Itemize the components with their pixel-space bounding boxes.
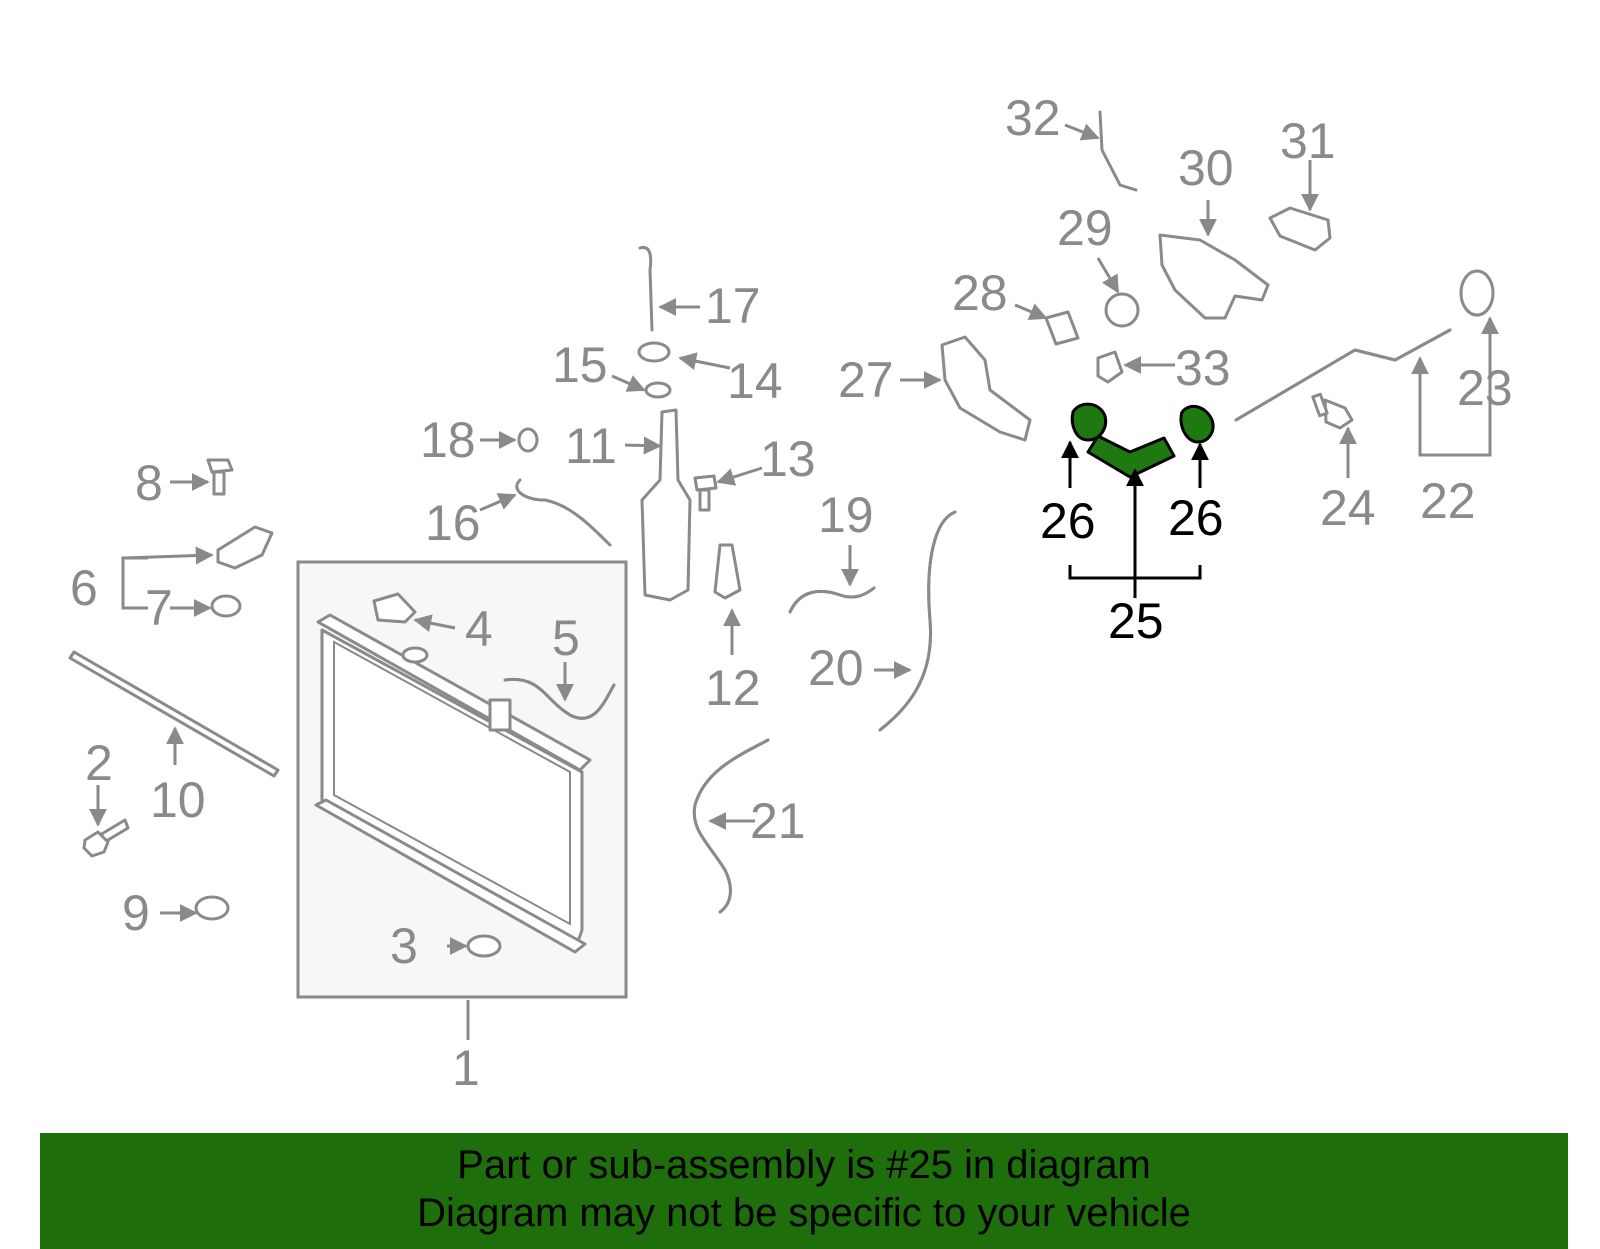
callout-3: 3 [390, 918, 418, 974]
callout-33: 33 [1175, 340, 1231, 396]
callout-15: 15 [552, 337, 608, 393]
part-16-pipe [515, 478, 612, 547]
part-33-sensor [1096, 350, 1124, 384]
callout-32: 32 [1005, 90, 1061, 146]
part-18-o-ring [517, 427, 539, 453]
part-17-tube [638, 245, 654, 332]
callout-13: 13 [760, 431, 816, 487]
callout-2: 2 [85, 735, 113, 791]
info-banner: Part or sub-assembly is #25 in diagram D… [40, 1133, 1568, 1249]
callout-28: 28 [952, 265, 1008, 321]
callout-7: 7 [145, 580, 173, 636]
callout-31: 31 [1280, 113, 1336, 169]
part-15-washer [644, 381, 672, 399]
part-32-pipe [1098, 110, 1138, 192]
callout-12: 12 [705, 660, 761, 716]
part-25-hose-highlighted[interactable] [1086, 434, 1176, 479]
part-20-hose [878, 510, 957, 732]
part-8-bolt [206, 458, 234, 496]
part-30-housing [1158, 233, 1270, 320]
callout-19: 19 [818, 487, 874, 543]
part-9-bushing [194, 895, 230, 921]
callout-18: 18 [420, 412, 476, 468]
part-23-gasket [1459, 269, 1495, 317]
part-31-gasket [1268, 206, 1332, 252]
callout-14: 14 [727, 353, 783, 409]
callout-5: 5 [552, 610, 580, 666]
callout-30: 30 [1178, 140, 1234, 196]
callout-26-right: 26 [1168, 490, 1224, 546]
part-28-gasket [1044, 310, 1080, 346]
callout-17: 17 [705, 278, 761, 334]
part-27-water-outlet [940, 335, 1032, 442]
callout-8: 8 [135, 455, 163, 511]
callout-21: 21 [750, 793, 806, 849]
part-24-bolt [1311, 392, 1354, 430]
part-10-seal-strip [68, 650, 280, 778]
callout-24: 24 [1320, 480, 1376, 536]
part-12-bracket [713, 543, 742, 600]
part-26-clamp-right[interactable] [1179, 404, 1215, 444]
banner-line-2: Diagram may not be specific to your vehi… [417, 1191, 1191, 1235]
part-3-grommet [466, 934, 502, 958]
part-4-cap [372, 592, 417, 624]
part-7-bushing [210, 594, 242, 618]
callout-26-left: 26 [1040, 493, 1096, 549]
callout-9: 9 [122, 885, 150, 941]
part-6-bracket [216, 525, 274, 570]
highlight-leader-lines [1061, 440, 1209, 598]
part-11-reservoir [640, 408, 692, 602]
callout-1: 1 [452, 1040, 480, 1096]
callout-29: 29 [1057, 200, 1113, 256]
leader-lines [89, 123, 1499, 1040]
callout-10: 10 [150, 772, 206, 828]
callout-4: 4 [465, 601, 493, 657]
callout-23: 23 [1457, 360, 1513, 416]
callout-11: 11 [565, 418, 617, 474]
part-29-thermostat [1104, 292, 1140, 328]
callout-25: 25 [1108, 593, 1164, 649]
callout-6: 6 [70, 560, 98, 616]
part-26-clamp-left[interactable] [1070, 402, 1108, 442]
banner-line-1: Part or sub-assembly is #25 in diagram [457, 1143, 1151, 1187]
part-13-bolt [693, 474, 718, 512]
callout-16: 16 [425, 495, 481, 551]
callout-27: 27 [838, 352, 894, 408]
part-2-bolt [82, 818, 130, 858]
callout-22: 22 [1420, 473, 1476, 529]
callout-20: 20 [808, 640, 864, 696]
part-14-washer [637, 341, 671, 363]
radiator-part [314, 613, 592, 954]
